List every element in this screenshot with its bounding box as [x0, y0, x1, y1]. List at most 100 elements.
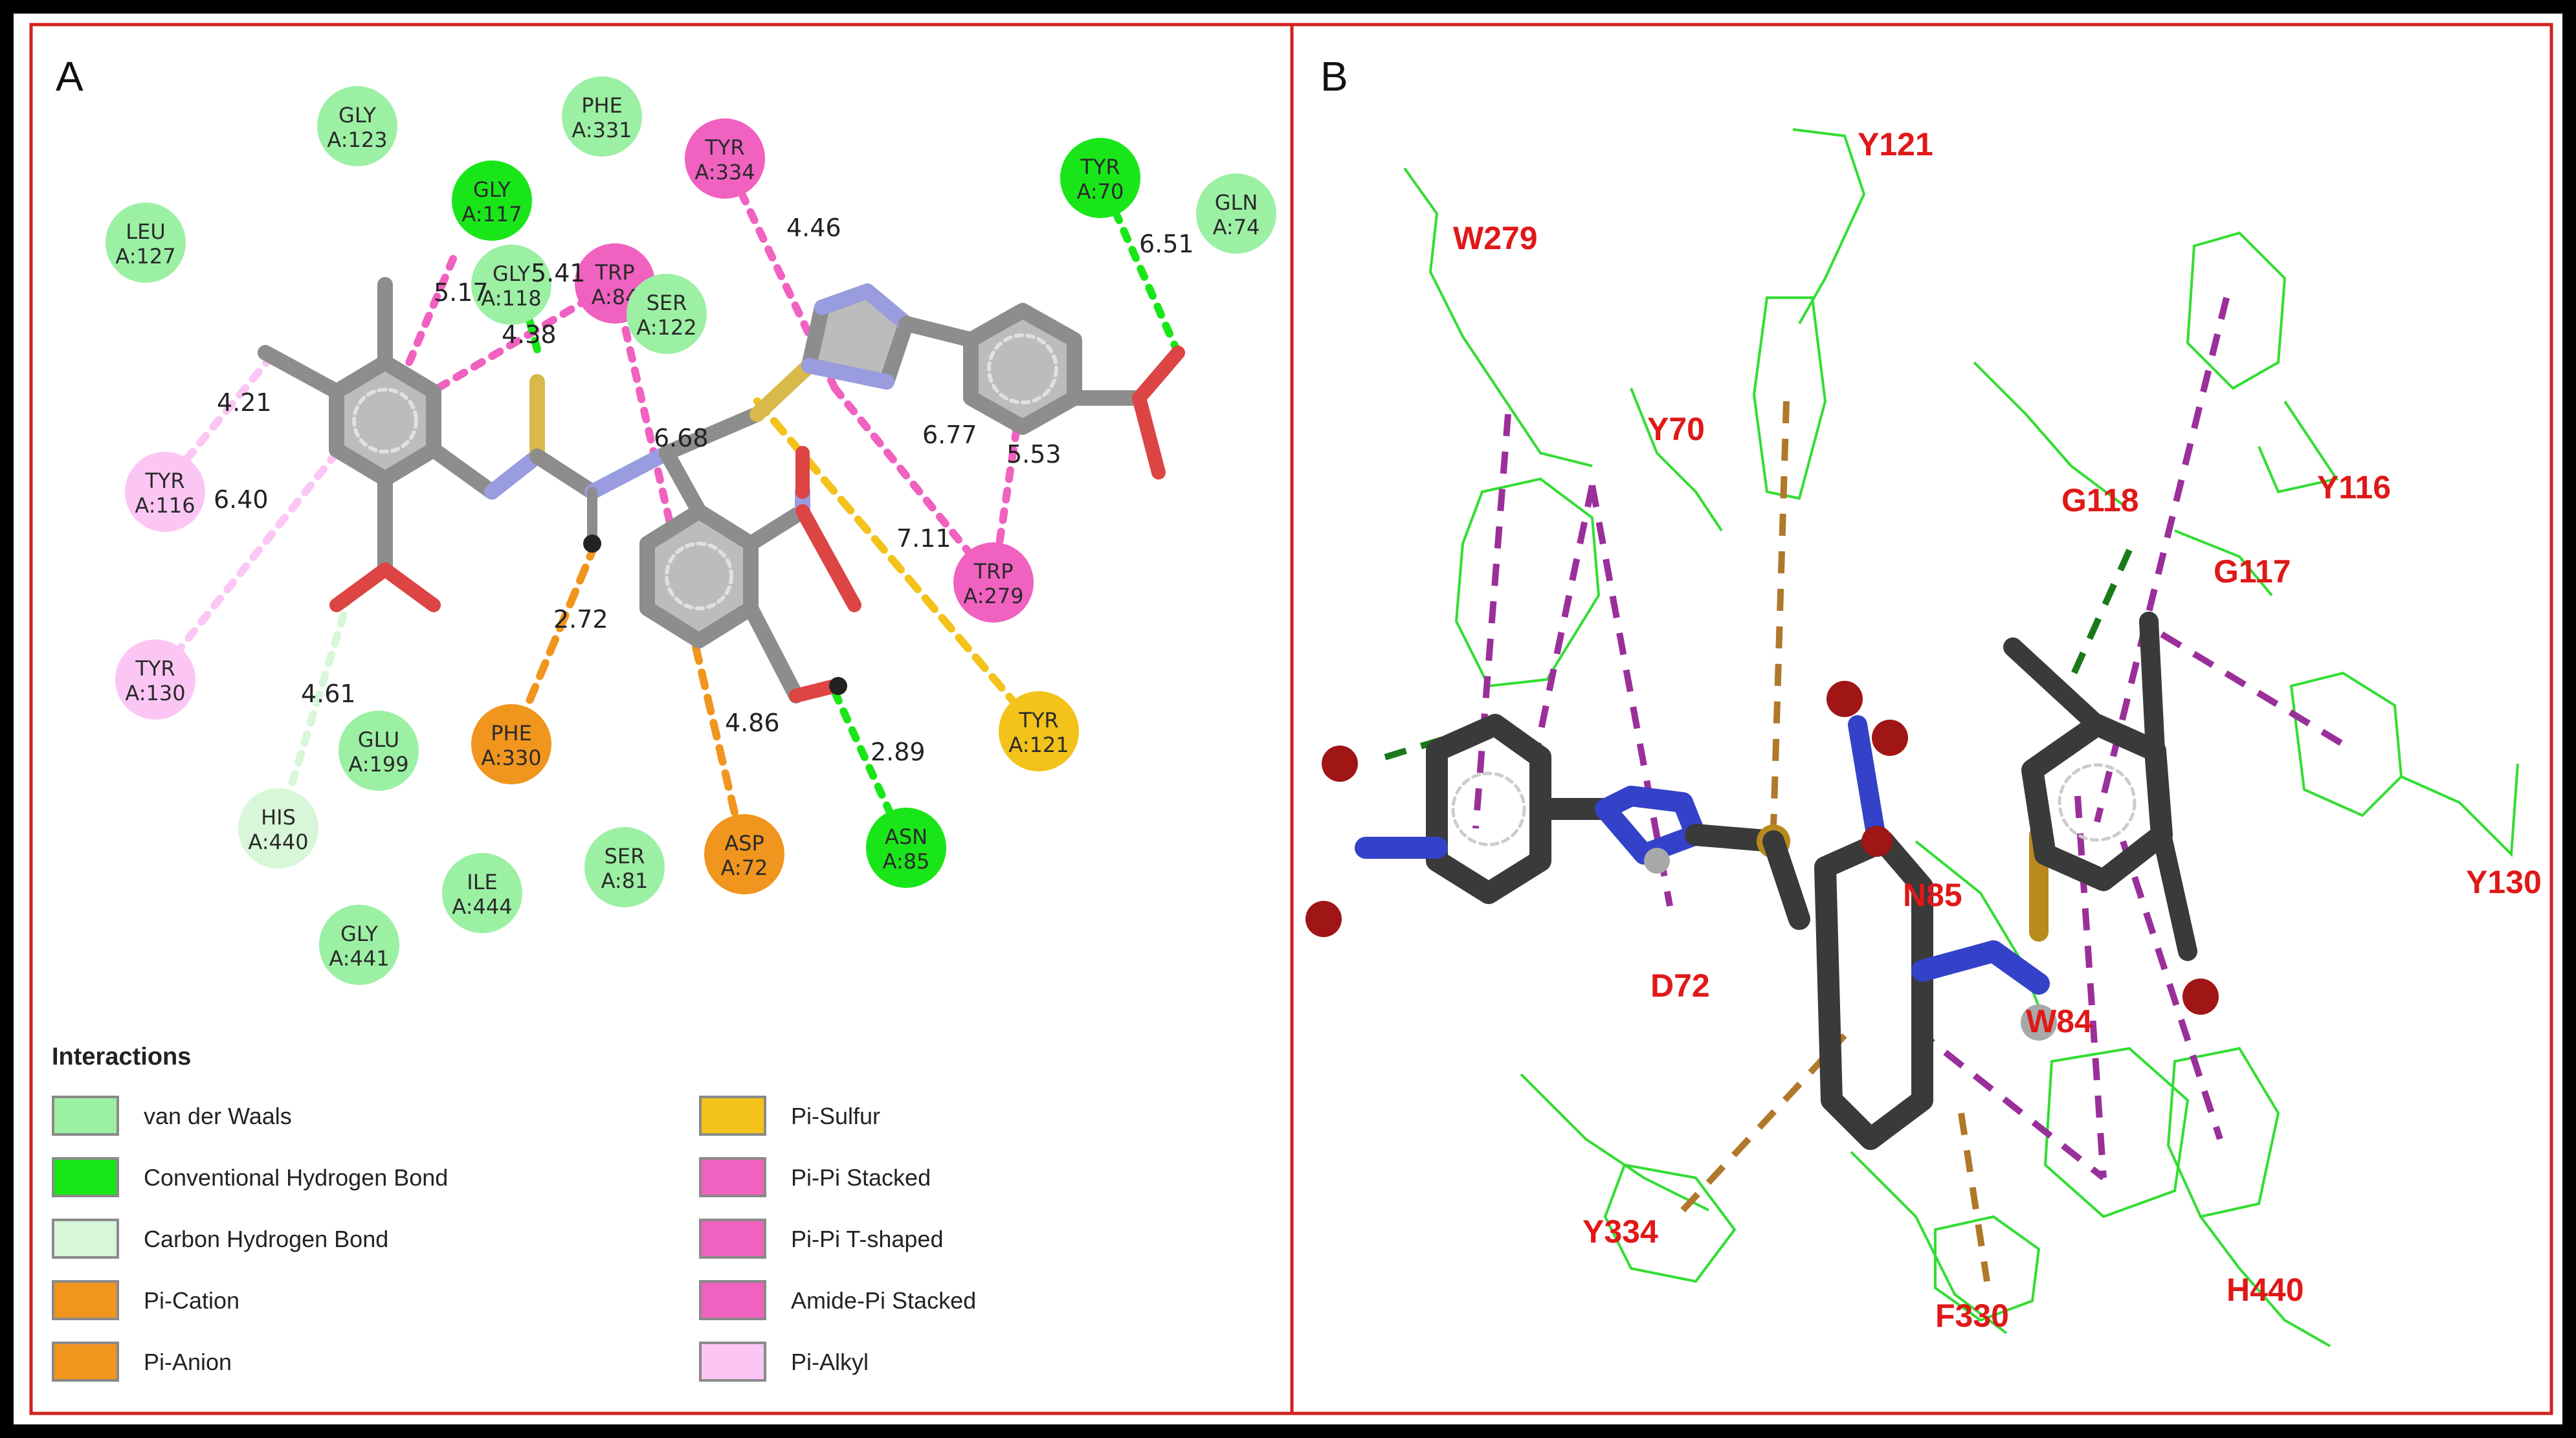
residue-label-y70: Y70	[1647, 411, 1705, 447]
b-ring-left	[1426, 714, 1551, 904]
distance-label: 5.41	[531, 259, 586, 287]
legend-item: Pi-Pi T-shaped	[699, 1219, 943, 1259]
residue-name: GLY	[473, 177, 511, 202]
legend-label: Conventional Hydrogen Bond	[144, 1164, 448, 1191]
legend-item: Carbon Hydrogen Bond	[52, 1219, 388, 1259]
wire-y121	[1792, 128, 1866, 324]
residue-id: A:444	[452, 894, 512, 919]
legend-label: Pi-Alkyl	[791, 1349, 869, 1375]
legend-label: Amide-Pi Stacked	[791, 1287, 976, 1314]
wire-g118	[1973, 361, 2124, 506]
line-tyr121	[753, 397, 1043, 735]
distance-label: 4.46	[786, 214, 841, 242]
triazole-n3	[801, 358, 894, 390]
residue-id: A:123	[327, 127, 387, 152]
wire-y334-ring	[1603, 1163, 1737, 1283]
legend-swatch	[52, 1157, 119, 1197]
residue-label-y334: Y334	[1582, 1213, 1658, 1250]
residue-bubble	[317, 86, 397, 166]
legend-item: van der Waals	[52, 1096, 292, 1136]
legend-item: Pi-Anion	[52, 1342, 232, 1382]
residue-name: GLY	[339, 103, 376, 127]
legend-swatch	[699, 1280, 766, 1320]
residue-label-y130: Y130	[2466, 864, 2542, 900]
legend-item: Pi-Pi Stacked	[699, 1157, 931, 1197]
residue-bubble	[562, 76, 642, 157]
residue-name: TRP	[594, 260, 634, 285]
legend-label: Carbon Hydrogen Bond	[144, 1226, 388, 1252]
wire-y116-ring	[2186, 231, 2287, 390]
line-tyr116	[161, 352, 276, 489]
b-h1	[2021, 1004, 2057, 1041]
residue-id: A:441	[329, 946, 389, 971]
bond-oh	[743, 601, 804, 703]
ring-middle-aromatic	[665, 542, 733, 610]
bond-nh	[484, 448, 545, 500]
b-line-3	[1589, 485, 1673, 907]
bond-n1	[426, 442, 500, 500]
residue-wireframes	[1403, 128, 2519, 1347]
b-line-4	[1770, 401, 1790, 829]
residue-bubble	[584, 827, 665, 907]
h-atom-2	[829, 677, 847, 695]
residue-label-g118: G118	[2061, 482, 2139, 518]
no2-right-o2	[1132, 391, 1166, 480]
line-his440	[274, 592, 353, 832]
legend-swatch	[699, 1096, 766, 1136]
b-line-13	[1384, 728, 1471, 760]
residue-label-w279: W279	[1453, 220, 1538, 256]
residue-bubble	[238, 788, 318, 868]
residue-name: GLN	[1215, 190, 1258, 215]
wire-h440	[2199, 1215, 2331, 1347]
distance-label: 6.68	[654, 424, 709, 452]
b-o4	[1872, 720, 1908, 756]
legend-swatch	[52, 1280, 119, 1320]
distance-label: 5.53	[1006, 440, 1061, 469]
no2-mid-o2	[795, 504, 861, 612]
b-line-8	[1680, 1033, 1847, 1213]
panel-a-label: A	[56, 53, 83, 100]
legend-label: van der Waals	[144, 1103, 292, 1129]
methyl-left	[258, 345, 344, 399]
ligand-3d	[1305, 612, 2219, 1150]
distance-label: 7.11	[896, 524, 951, 553]
b-o2	[1305, 901, 1342, 937]
bond-no2-mid	[743, 503, 810, 551]
b-no2-mid	[1848, 715, 1887, 851]
residue-bubble	[471, 245, 551, 325]
wire-h440-ring2	[2166, 1046, 2280, 1219]
legend-label: Pi-Cation	[144, 1287, 239, 1314]
line-trp279-a	[831, 384, 997, 586]
ring-left-aromatic	[352, 388, 418, 454]
line-asp72	[692, 643, 748, 858]
wire-y334	[1520, 1073, 1709, 1211]
residue-id: A:199	[348, 752, 408, 777]
bond-c-ring	[659, 445, 707, 519]
b-line-5	[2094, 296, 2230, 823]
wire-w279	[1403, 167, 1593, 467]
b-no2-right	[2152, 825, 2197, 961]
residue-label-n85: N85	[1903, 877, 1962, 913]
residue-bubble	[105, 203, 186, 283]
residue-id: A:70	[1077, 179, 1124, 204]
bond-s	[749, 358, 817, 422]
residue-bubble	[999, 691, 1079, 771]
legend-swatch	[699, 1219, 766, 1259]
distance-label: 2.72	[553, 605, 608, 634]
residue-name: PHE	[491, 721, 532, 746]
residue-bubble	[125, 452, 205, 532]
b-o5	[1861, 826, 1893, 857]
triazole-n1	[814, 283, 875, 315]
bond-ring-link	[898, 316, 979, 348]
residue-name: GLY	[340, 922, 378, 946]
